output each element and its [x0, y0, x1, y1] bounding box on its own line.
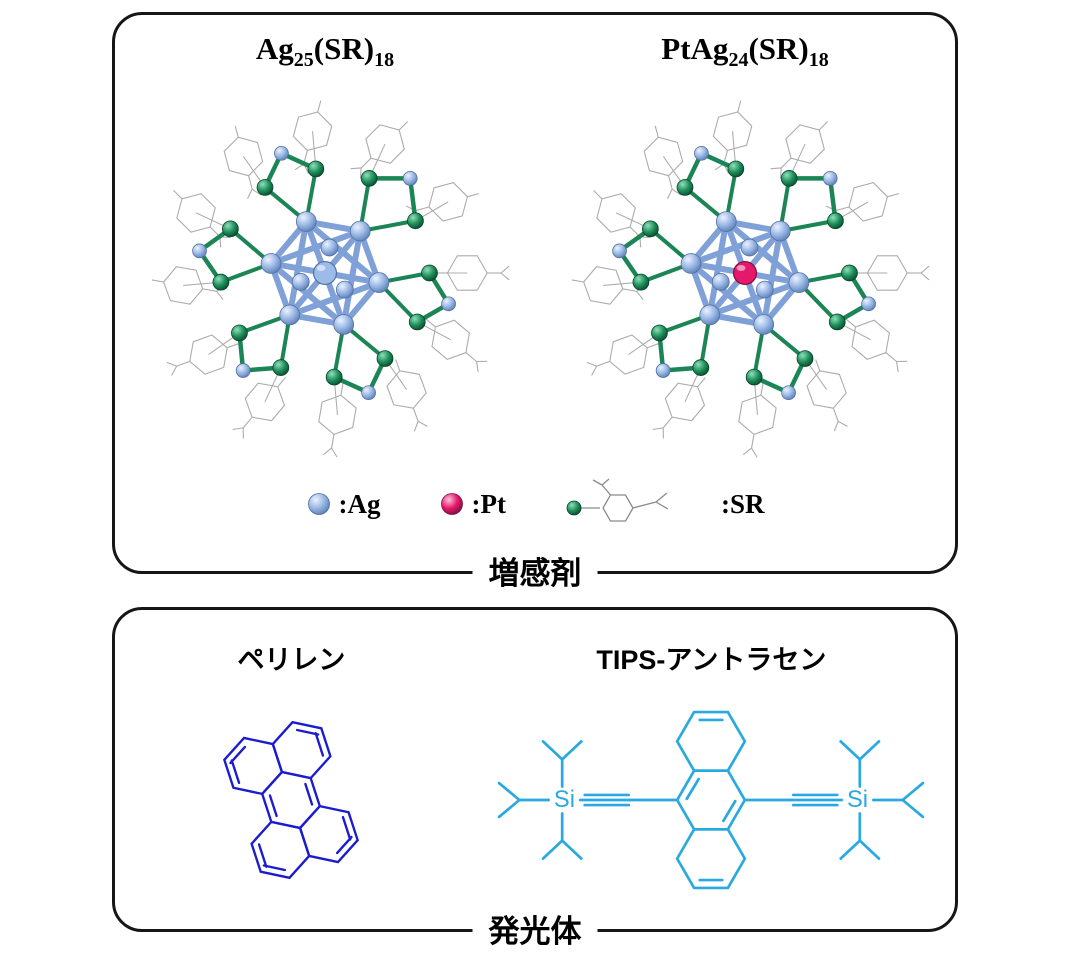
- perylene-structure: [223, 720, 360, 880]
- sensitizer-caption: 増感剤: [472, 556, 598, 591]
- cluster-structures-row: [115, 74, 955, 472]
- ptag24-title: PtAg24(SR)18: [661, 31, 829, 72]
- legend-item-pt: :Pt: [439, 489, 506, 520]
- cluster-titles-row: Ag25(SR)18 PtAg24(SR)18: [115, 31, 955, 72]
- legend-item-sr: :SR: [564, 478, 765, 530]
- molecule-titles-row: ペリレン TIPS-アントラセン: [115, 638, 955, 677]
- ag25-cluster-image: [126, 74, 524, 472]
- legend-label-ag: :Ag: [338, 488, 381, 519]
- ptag24-cluster-image: [546, 74, 944, 472]
- tips-arm-left: [498, 740, 679, 860]
- legend-label-sr: :SR: [720, 488, 765, 519]
- ag-atom-icon: [307, 493, 330, 516]
- sr-group-icon: [566, 478, 669, 522]
- emitter-panel: ペリレン TIPS-アントラセン: [112, 607, 958, 949]
- atom-legend: :Ag :Pt :SR: [115, 478, 955, 530]
- tips-anthracene-structure: Si Si: [498, 710, 925, 890]
- emitter-caption: 発光体: [472, 914, 598, 949]
- si-atom-label: Si: [554, 787, 575, 813]
- ag25-title: Ag25(SR)18: [255, 31, 395, 72]
- tips-arm-right: [743, 740, 925, 860]
- legend-item-ag: :Ag: [306, 489, 381, 520]
- si-atom-label: Si: [847, 787, 868, 813]
- legend-label-pt: :Pt: [471, 488, 506, 519]
- tips-anthracene-title: TIPS-アントラセン: [596, 645, 827, 675]
- anthracene-core: [676, 710, 747, 890]
- molecule-structures-row: Si Si: [115, 687, 955, 913]
- perylene-title: ペリレン: [237, 645, 346, 675]
- sensitizer-panel: Ag25(SR)18 PtAg24(SR)18 :Ag :Pt: [112, 12, 958, 591]
- pt-atom-icon: [440, 493, 463, 516]
